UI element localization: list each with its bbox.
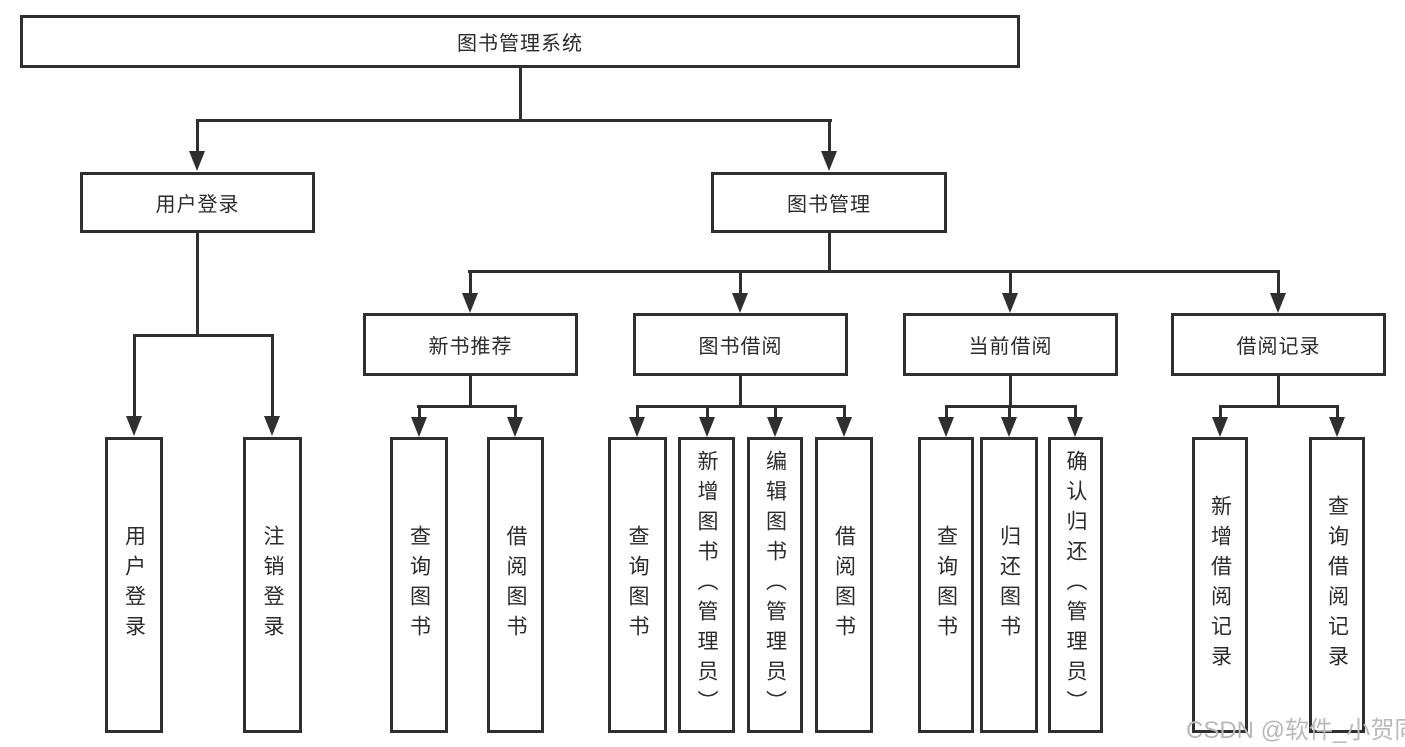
arrowhead-down-icon	[836, 417, 852, 437]
connector-line	[196, 232, 199, 336]
leaf-user-login: 用户登录	[105, 437, 163, 733]
node-new-book-recommend: 新书推荐	[363, 313, 578, 376]
node-current-borrowing: 当前借阅	[903, 313, 1118, 376]
leaf-query-books: 查询图书	[608, 437, 667, 733]
leaf-label: 用户登录	[122, 525, 146, 645]
connector-line	[469, 375, 472, 408]
node-user-login: 用户登录	[80, 172, 315, 233]
connector-line	[418, 405, 421, 420]
connector-line	[706, 405, 709, 420]
leaf-confirm-return-admin: 确认归还（管理员）	[1048, 437, 1103, 733]
leaf-label: 归还图书	[997, 525, 1021, 645]
leaf-label: 新增图书（管理员）	[695, 450, 718, 720]
arrowhead-down-icon	[462, 293, 478, 313]
leaf-query-books: 查询图书	[390, 437, 448, 733]
connector-line	[739, 270, 742, 296]
connector-line	[133, 334, 136, 418]
connector-line	[739, 375, 742, 408]
leaf-borrow-books: 借阅图书	[487, 437, 544, 733]
connector-line	[843, 405, 846, 420]
connector-line	[1074, 405, 1077, 420]
arrowhead-down-icon	[699, 417, 715, 437]
watermark: CSDN @软件_小贺同学	[1186, 717, 1405, 744]
leaf-logout: 注销登录	[243, 437, 302, 733]
arrowhead-down-icon	[767, 417, 783, 437]
arrowhead-down-icon	[507, 417, 523, 437]
connector-line	[945, 405, 1077, 408]
arrowhead-down-icon	[821, 151, 837, 171]
connector-line	[271, 334, 274, 418]
arrowhead-down-icon	[189, 151, 205, 171]
leaf-label: 注销登录	[261, 525, 284, 645]
connector-line	[469, 270, 472, 296]
connector-line	[828, 232, 831, 273]
leaf-label: 查询图书	[934, 525, 958, 645]
connector-line	[1277, 270, 1280, 296]
connector-line	[468, 270, 1280, 273]
arrowhead-down-icon	[1002, 293, 1018, 313]
connector-line	[133, 334, 274, 337]
leaf-label: 查询图书	[626, 525, 649, 645]
connector-line	[1008, 405, 1011, 420]
connector-line	[1009, 270, 1012, 296]
connector-line	[196, 119, 832, 122]
arrowhead-down-icon	[411, 417, 427, 437]
leaf-query-borrow-record: 查询借阅记录	[1309, 437, 1365, 733]
leaf-edit-books-admin: 编辑图书（管理员）	[747, 437, 803, 733]
leaf-return-books: 归还图书	[980, 437, 1038, 733]
leaf-query-books: 查询图书	[918, 437, 974, 733]
arrowhead-down-icon	[629, 417, 645, 437]
connector-line	[1219, 405, 1222, 420]
arrowhead-down-icon	[1067, 417, 1083, 437]
arrowhead-down-icon	[732, 293, 748, 313]
node-book-management: 图书管理	[711, 172, 947, 233]
connector-line	[196, 119, 199, 153]
leaf-label: 新增借阅记录	[1208, 495, 1232, 675]
connector-line	[774, 405, 777, 420]
connector-line	[1219, 405, 1339, 408]
connector-line	[945, 405, 948, 420]
connector-line	[636, 405, 639, 420]
node-root: 图书管理系统	[20, 15, 1020, 68]
arrowhead-down-icon	[126, 416, 142, 436]
leaf-label: 借阅图书	[504, 525, 527, 645]
leaf-borrow-books: 借阅图书	[815, 437, 873, 733]
leaf-label: 借阅图书	[832, 525, 856, 645]
connector-line	[1336, 405, 1339, 420]
leaf-label: 查询借阅记录	[1325, 495, 1349, 675]
node-book-borrowing: 图书借阅	[633, 313, 848, 376]
leaf-add-borrow-record: 新增借阅记录	[1192, 437, 1248, 733]
connector-line	[636, 405, 846, 408]
connector-line	[514, 405, 517, 420]
connector-line	[1009, 375, 1012, 408]
arrowhead-down-icon	[1329, 417, 1345, 437]
leaf-label: 编辑图书（管理员）	[763, 450, 787, 720]
connector-line	[828, 119, 831, 153]
arrowhead-down-icon	[1212, 417, 1228, 437]
node-borrowing-records: 借阅记录	[1171, 313, 1386, 376]
leaf-add-books-admin: 新增图书（管理员）	[678, 437, 735, 733]
leaf-label: 确认归还（管理员）	[1064, 450, 1087, 720]
connector-line	[1277, 375, 1280, 408]
arrowhead-down-icon	[1270, 293, 1286, 313]
arrowhead-down-icon	[1001, 417, 1017, 437]
connector-line	[417, 405, 517, 408]
connector-line	[519, 68, 522, 120]
leaf-label: 查询图书	[407, 525, 431, 645]
arrowhead-down-icon	[264, 416, 280, 436]
arrowhead-down-icon	[938, 417, 954, 437]
